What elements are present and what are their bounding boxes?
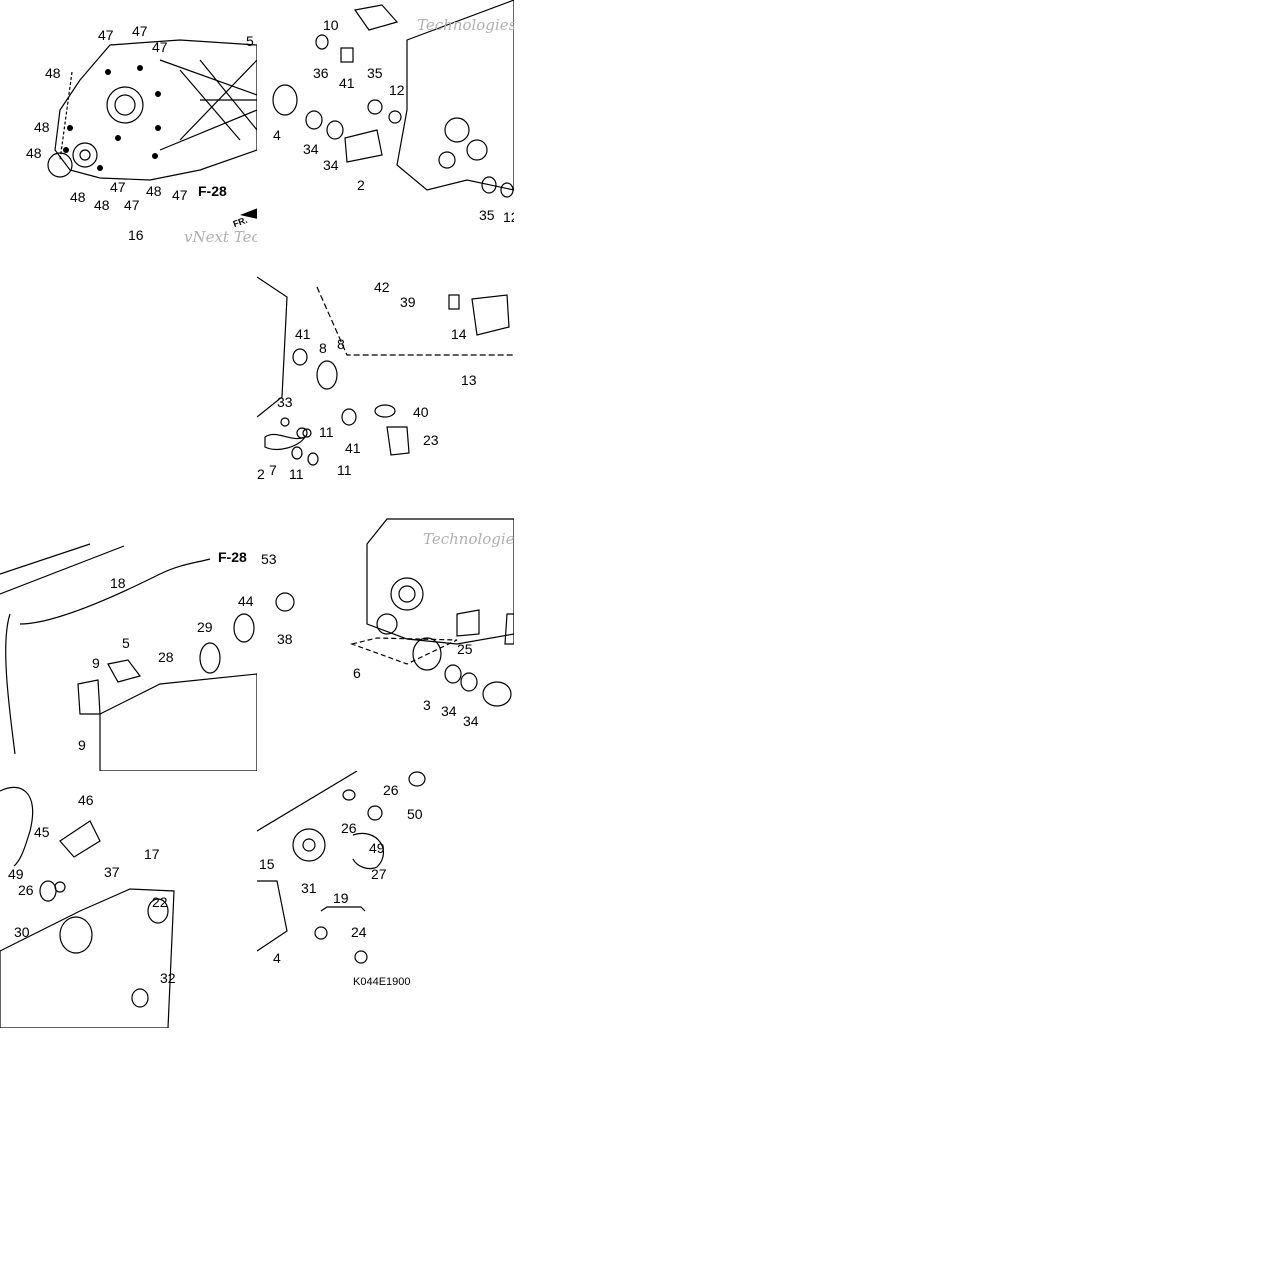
callout-30: 30	[14, 924, 30, 940]
callout-3: 3	[423, 697, 431, 713]
callout-48-b: 48	[34, 119, 50, 135]
callout-26: 26	[18, 882, 34, 898]
callout-12-a: 12	[389, 82, 405, 98]
diagram-code: K044E1900	[353, 976, 411, 988]
callout-29: 29	[197, 619, 213, 635]
diagram-tile-crankcase-top: 10 36 41 35 12 4 34 34 2 35 12 Technolog…	[257, 0, 514, 257]
callout-41: 41	[339, 75, 355, 91]
callout-36: 36	[313, 65, 329, 81]
callout-48-f: 48	[146, 183, 162, 199]
callout-46: 46	[78, 792, 94, 808]
callout-48-d: 48	[70, 189, 86, 205]
callout-48-a: 48	[45, 65, 61, 81]
diagram-tile-crankcase-middle: 53 38 25 6 3 34 34 Technologies	[257, 514, 514, 771]
callout-42: 42	[374, 279, 390, 295]
callout-6: 6	[353, 665, 361, 681]
callout-34-a: 34	[303, 141, 319, 157]
callout-47-b: 47	[132, 23, 148, 39]
callout-7: 7	[269, 462, 277, 478]
callout-37: 37	[104, 864, 120, 880]
callout-2: 2	[357, 177, 365, 193]
callout-8-a: 8	[319, 340, 327, 356]
callout-48-e: 48	[94, 197, 110, 213]
callout-4: 4	[273, 127, 281, 143]
callout-9-a: 9	[92, 655, 100, 671]
callout-50: 50	[407, 806, 423, 822]
callout-31: 31	[301, 880, 317, 896]
callout-25: 25	[457, 641, 473, 657]
callout-11-c: 11	[337, 462, 352, 478]
diagram-tile-bottom-left: 46 45 17 49 37 26 30 22 32	[0, 771, 257, 1028]
callout-17: 17	[144, 846, 160, 862]
callout-48-c: 48	[26, 145, 42, 161]
callout-22: 22	[152, 894, 168, 910]
callout-47-e: 47	[124, 197, 140, 213]
callout-8-b: 8	[337, 336, 345, 352]
callout-45: 45	[34, 824, 50, 840]
callout-33: 33	[277, 394, 293, 410]
callout-23: 23	[423, 432, 439, 448]
diagram-tile-harness: 18 9 5 29 28 44 9 F-28	[0, 514, 257, 771]
callout-34-c: 34	[441, 703, 457, 719]
diagram-tile-parts-middle: 42 39 41 8 8 14 13 40 33 11 23 7 11 11 4…	[257, 257, 514, 514]
callout-9-b: 9	[78, 737, 86, 753]
callout-41-b: 41	[345, 440, 361, 456]
callout-2-b: 2	[257, 466, 265, 482]
callout-27: 27	[371, 866, 387, 882]
callout-35-b: 35	[479, 207, 495, 223]
watermark-text-2: Technologies	[417, 16, 514, 34]
callout-34-b: 34	[323, 157, 339, 173]
callout-53: 53	[261, 551, 277, 567]
ref-label-f28-bottom: F-28	[218, 549, 247, 565]
watermark-text-3: Technologies	[423, 530, 514, 548]
callout-11-b: 11	[289, 466, 304, 482]
diagram-tile-cover: 47 47 47 48 48 48 47 48 48 47 47 48 5 16…	[0, 0, 257, 257]
callout-5-top: 5	[246, 33, 254, 49]
callout-11-a: 11	[319, 424, 334, 440]
callout-15: 15	[259, 856, 275, 872]
callout-26-b: 26	[341, 820, 357, 836]
callout-18: 18	[110, 575, 126, 591]
callout-5: 5	[122, 635, 130, 651]
callout-38: 38	[277, 631, 293, 647]
front-arrow-label: FR.	[232, 215, 249, 229]
callout-19: 19	[333, 890, 349, 906]
callout-47-c: 47	[152, 39, 168, 55]
callout-35-a: 35	[367, 65, 383, 81]
callout-24: 24	[351, 924, 367, 940]
callout-16: 16	[128, 227, 144, 243]
diagram-tile-bottom-middle: 26 50 26 49 15 31 27 19 24 4 K044E1900	[257, 771, 514, 1028]
callout-49-b: 49	[369, 840, 385, 856]
callout-13: 13	[461, 372, 477, 388]
callout-4-b: 4	[273, 950, 281, 966]
callout-12-b: 12	[503, 209, 514, 225]
callout-26-a: 26	[383, 782, 399, 798]
callout-28: 28	[158, 649, 174, 665]
callout-44: 44	[238, 593, 254, 609]
callout-41-a: 41	[295, 326, 311, 342]
callout-34-d: 34	[463, 713, 479, 729]
ref-label-f28-top: F-28	[198, 183, 227, 199]
callout-47-a: 47	[98, 27, 114, 43]
callout-40: 40	[413, 404, 429, 420]
callout-39: 39	[400, 294, 416, 310]
callout-10: 10	[323, 17, 339, 33]
watermark-text: vNext Technologies	[184, 228, 257, 246]
callout-47-d: 47	[110, 179, 126, 195]
callout-14: 14	[451, 326, 467, 342]
callout-47-f: 47	[172, 187, 188, 203]
callout-32: 32	[160, 970, 176, 986]
callout-49: 49	[8, 866, 24, 882]
